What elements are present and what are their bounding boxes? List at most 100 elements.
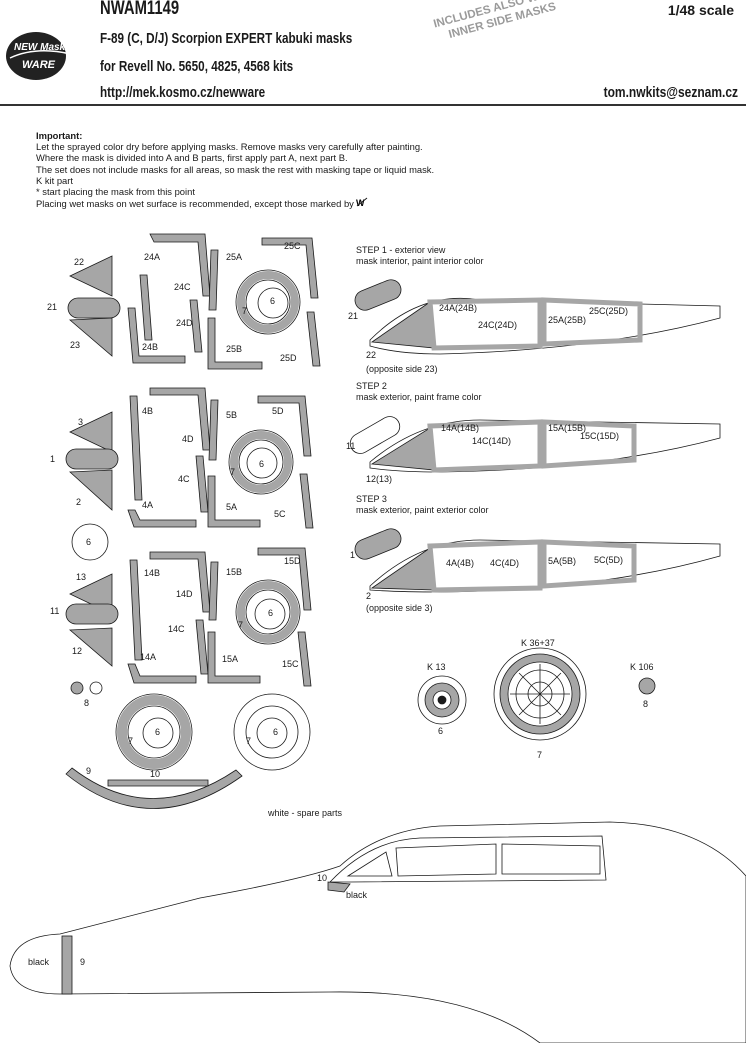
mask-15b xyxy=(208,561,219,621)
label-14b: 14B xyxy=(144,568,160,578)
ring-inner-outline xyxy=(245,589,291,635)
step2-desc: mask exterior, paint frame color xyxy=(356,392,482,402)
s3-5c: 5C(5D) xyxy=(594,555,623,565)
label-24a: 24A xyxy=(144,252,160,262)
mask-6-disc xyxy=(254,598,286,630)
aircraft-canopy-window-2 xyxy=(501,843,601,875)
note-line: * start placing the mask from this point xyxy=(36,186,195,198)
aircraft-canopy-window-1 xyxy=(395,843,497,877)
logo-top-text: NEW Masks xyxy=(14,42,71,53)
step2-mask-11 xyxy=(349,416,401,454)
label-4a: 4A xyxy=(142,500,153,510)
product-title: F-89 (C, D/J) Scorpion EXPERT kabuki mas… xyxy=(100,30,353,47)
product-code: NWAM1149 xyxy=(100,0,180,19)
label-6-spare-ring: 6 xyxy=(273,727,278,737)
mask-6-spare xyxy=(71,523,109,561)
s2-14c: 14C(14D) xyxy=(472,436,511,446)
label-6: 6 xyxy=(155,727,160,737)
ring-outline xyxy=(235,579,301,645)
step1-title: STEP 1 - exterior view xyxy=(356,245,446,255)
step3-frame-5 xyxy=(541,539,637,589)
mask-22 xyxy=(69,255,113,297)
s1-21: 21 xyxy=(348,311,358,321)
label-22: 22 xyxy=(74,257,84,267)
kit-part-k13-hub xyxy=(437,695,447,705)
mask-25c xyxy=(261,237,319,299)
kit-part-k106-mask xyxy=(638,677,656,695)
s2-11: 11 xyxy=(346,441,355,451)
ring-outline xyxy=(228,429,294,495)
mask-21 xyxy=(67,297,121,319)
mask-8-spare xyxy=(89,681,103,695)
step1-desc: mask interior, paint interior color xyxy=(356,256,484,266)
label-21: 21 xyxy=(47,302,57,312)
mask-11 xyxy=(65,603,119,625)
note-line: Let the sprayed color dry before applyin… xyxy=(36,141,423,153)
label-10: 10 xyxy=(150,769,160,779)
ring-inner-outline xyxy=(245,279,291,325)
label-9: 9 xyxy=(86,766,91,776)
aircraft-outline xyxy=(9,821,746,1043)
label-24b: 24B xyxy=(142,342,158,352)
label-6: 6 xyxy=(270,296,275,306)
kit-k13-name: K 13 xyxy=(427,662,446,672)
header-divider xyxy=(0,104,746,106)
s3-5a: 5A(5B) xyxy=(548,556,576,566)
label-25c: 25C xyxy=(284,241,301,251)
label-4c: 4C xyxy=(178,474,190,484)
label-25b: 25B xyxy=(226,344,242,354)
s3-1: 1 xyxy=(350,550,355,560)
mask-15d xyxy=(257,547,312,611)
step2-frame-15 xyxy=(541,419,637,469)
step3-mask-2 xyxy=(370,547,435,591)
mask-5d xyxy=(257,395,312,457)
step3-title: STEP 3 xyxy=(356,494,387,504)
contact-email[interactable]: tom.nwkits@seznam.cz xyxy=(603,84,738,101)
mask-14b xyxy=(149,551,211,613)
kit-part-labels: K 13 6 K 36+37 7 K 106 8 xyxy=(427,638,654,760)
label-12: 12 xyxy=(72,646,82,656)
mask-25a xyxy=(208,249,219,311)
website-url[interactable]: http://mek.kosmo.cz/newware xyxy=(100,84,266,101)
important-notes: Important: Let the sprayed color dry bef… xyxy=(36,130,496,209)
kit-k36-name: K 36+37 xyxy=(521,638,555,648)
group4-labels: 6 8 9 10 6 7 6 7 xyxy=(84,537,278,779)
label-14a: 14A xyxy=(140,652,156,662)
mask-25d xyxy=(306,311,321,367)
mask-3 xyxy=(69,411,113,453)
mask-4a xyxy=(127,509,197,528)
ring-inner-outline xyxy=(238,439,284,485)
mask-7-ring xyxy=(230,431,292,493)
mask-2 xyxy=(69,469,113,511)
step2-title: STEP 2 xyxy=(356,381,387,391)
aircraft-mask-9 xyxy=(61,935,73,995)
ring-outline xyxy=(235,269,301,335)
aircraft-canopy xyxy=(329,835,607,883)
mask-6-disc xyxy=(246,447,278,479)
step3-mask-1 xyxy=(354,528,402,560)
aircraft-label-black-nose: black xyxy=(28,957,50,967)
mask-23 xyxy=(68,317,113,357)
mask-5c xyxy=(299,473,314,529)
label-13: 13 xyxy=(76,572,86,582)
mask-9 xyxy=(65,767,243,809)
mask-25b xyxy=(207,317,263,370)
label-7-spare-ring: 7 xyxy=(246,736,251,746)
mask-10 xyxy=(107,779,209,787)
s1-opp: (opposite side 23) xyxy=(366,364,438,374)
mask-6-disc xyxy=(142,717,174,749)
aircraft-canopy-front xyxy=(346,851,393,877)
mask-24c xyxy=(139,274,153,341)
mask-24b xyxy=(127,307,186,364)
step-texts: STEP 1 - exterior view mask interior, pa… xyxy=(346,245,628,613)
kit-k106-name: K 106 xyxy=(630,662,654,672)
spare-parts-note: white - spare parts xyxy=(267,808,343,818)
mask-7-ring xyxy=(117,695,191,769)
label-6: 6 xyxy=(268,608,273,618)
mask-12 xyxy=(68,627,113,667)
mask-4c xyxy=(195,455,209,513)
s1-25a: 25A(25B) xyxy=(548,315,586,325)
label-5a: 5A xyxy=(226,502,237,512)
label-24d: 24D xyxy=(176,318,193,328)
label-6: 6 xyxy=(259,459,264,469)
